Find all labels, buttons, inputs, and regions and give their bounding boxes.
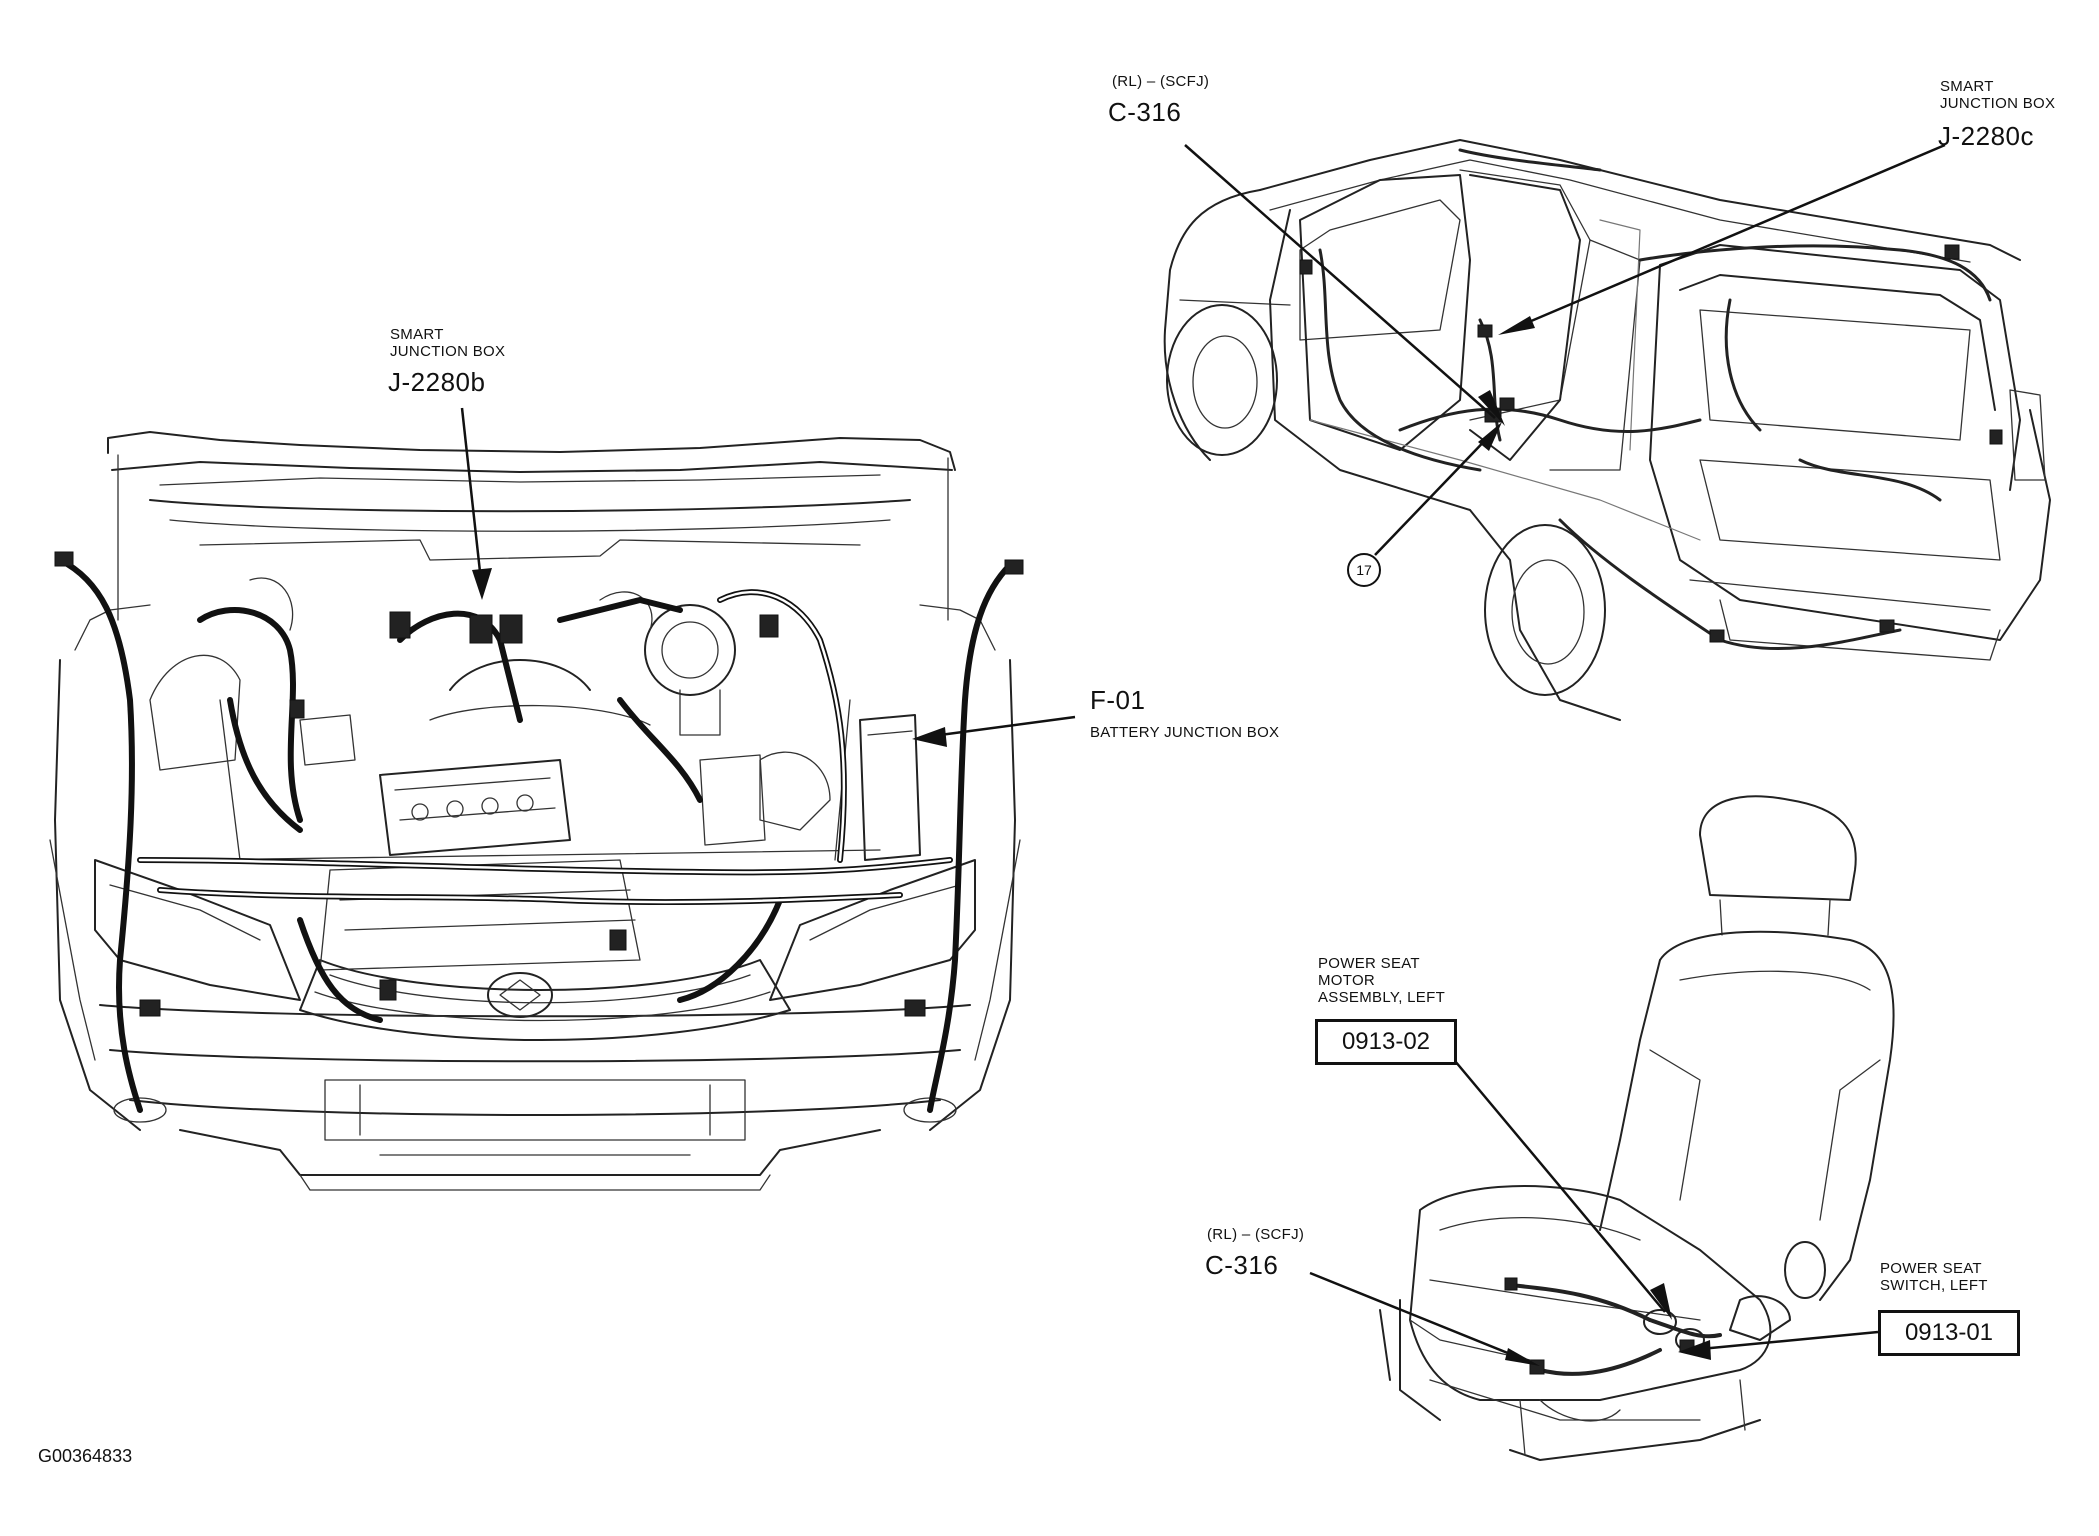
c316-bottom-id: C-316 bbox=[1205, 1250, 1279, 1280]
arrowhead-switch bbox=[1678, 1340, 1711, 1360]
j2280b-description: SMART JUNCTION BOX bbox=[390, 326, 506, 360]
arrowhead-17 bbox=[1478, 422, 1502, 451]
switch-description: POWER SEAT SWITCH, LEFT bbox=[1880, 1260, 1988, 1294]
suv-rear-three-quarter-drawing bbox=[1163, 139, 2051, 721]
leader-17 bbox=[1374, 429, 1496, 556]
arrowhead-c316-top bbox=[1478, 390, 1505, 426]
callout-17-circle bbox=[1347, 553, 1381, 587]
arrowhead-c316-bottom bbox=[1505, 1348, 1540, 1366]
c316-top-id: C-316 bbox=[1108, 97, 1182, 127]
arrowhead-f01 bbox=[912, 727, 947, 747]
f01-description: BATTERY JUNCTION BOX bbox=[1090, 724, 1280, 741]
leader-f01 bbox=[924, 715, 1076, 739]
motor-id-box: 0913-02 bbox=[1315, 1019, 1457, 1065]
arrowhead-j2280b bbox=[472, 568, 492, 600]
leader-c316-top bbox=[1184, 144, 1496, 419]
leader-motor bbox=[1449, 1054, 1666, 1313]
j2280b-id: J-2280b bbox=[388, 367, 486, 397]
arrowhead-j2280c bbox=[1498, 316, 1535, 335]
callout-17-label: 17 bbox=[1356, 562, 1372, 578]
arrowhead-motor bbox=[1650, 1283, 1672, 1320]
leader-j2280c bbox=[1509, 143, 1946, 332]
j2280c-id: J-2280c bbox=[1938, 121, 2034, 151]
leader-c316-bottom bbox=[1309, 1271, 1531, 1364]
driver-seat-drawing bbox=[1379, 795, 1895, 1461]
leader-j2280b bbox=[460, 407, 484, 591]
motor-description: POWER SEAT MOTOR ASSEMBLY, LEFT bbox=[1318, 955, 1446, 1006]
c316-top-description: (RL) – (SCFJ) bbox=[1112, 73, 1210, 90]
f01-id: F-01 bbox=[1090, 685, 1146, 715]
figure-id: G00364833 bbox=[38, 1446, 133, 1466]
c316-bottom-description: (RL) – (SCFJ) bbox=[1207, 1226, 1305, 1243]
engine-compartment-drawing bbox=[49, 431, 1024, 1191]
j2280c-description: SMART JUNCTION BOX bbox=[1940, 78, 2056, 112]
leader-switch bbox=[1689, 1330, 1879, 1352]
switch-id-box: 0913-01 bbox=[1878, 1310, 2020, 1356]
